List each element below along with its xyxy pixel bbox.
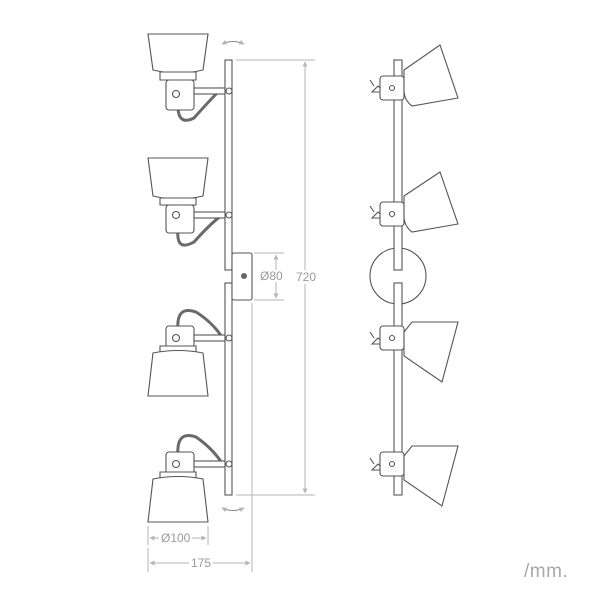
shade <box>147 475 209 523</box>
shade <box>147 33 209 74</box>
front-lamp-3 <box>147 309 233 397</box>
shade-neck <box>159 71 197 81</box>
dim-100-label: Ø100 <box>159 531 193 545</box>
side-lamp-4 <box>369 445 459 507</box>
dim-175-label: 175 <box>189 556 214 570</box>
side-view <box>369 44 459 507</box>
front-lamp-4 <box>147 434 233 523</box>
shade-neck <box>159 197 197 206</box>
shade <box>147 349 209 397</box>
dim-720-label: 720 <box>296 270 317 284</box>
front-lamp-1 <box>147 33 233 122</box>
front-lower-bar <box>224 282 233 496</box>
rotation-arrow-icon <box>221 507 245 513</box>
rotation-arrow-icon <box>221 39 245 45</box>
cable <box>176 86 224 122</box>
cable <box>176 434 224 464</box>
shade <box>403 445 459 507</box>
socket <box>165 79 195 111</box>
side-lower-bar <box>393 282 403 496</box>
front-upper-bar <box>224 59 233 271</box>
front-view <box>147 33 253 523</box>
side-lamp-3 <box>369 321 459 383</box>
arm <box>193 334 226 342</box>
shade <box>147 157 209 200</box>
cable <box>176 309 224 338</box>
arm <box>193 460 226 468</box>
canopy-screw <box>241 273 247 279</box>
side-upper-bar <box>393 59 403 271</box>
cable <box>176 213 223 247</box>
front-lamp-2 <box>147 157 233 247</box>
shade <box>403 321 459 383</box>
arm <box>193 87 226 95</box>
arm <box>193 211 226 219</box>
units-label: /mm. <box>524 561 569 582</box>
dim-80-label: Ø80 <box>260 269 283 283</box>
socket <box>165 204 195 234</box>
side-lamp-1 <box>369 44 459 107</box>
shade <box>403 44 459 107</box>
shade <box>403 171 459 233</box>
side-lamp-2 <box>369 171 459 233</box>
